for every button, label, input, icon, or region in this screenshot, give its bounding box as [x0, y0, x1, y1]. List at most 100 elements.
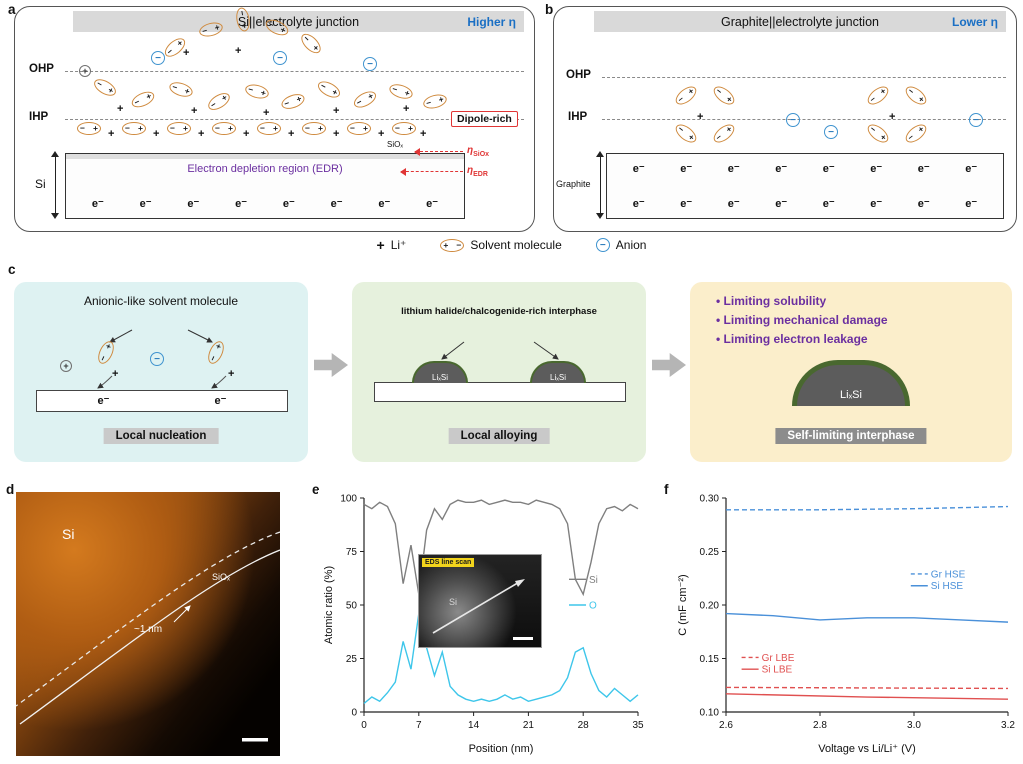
step1-title: Anionic-like solvent molecule	[83, 294, 239, 308]
ohp-label: OHP	[29, 63, 54, 75]
ihp-label: IHP	[29, 111, 49, 123]
anion-icon: −	[824, 125, 838, 139]
svg-text:14: 14	[468, 720, 480, 731]
li-ion-icon: +	[333, 128, 340, 140]
solvent-dipole-icon: −+	[205, 338, 227, 367]
solvent-dipole-icon: −+	[122, 122, 146, 135]
step1-caption: Local nucleation	[103, 428, 219, 444]
electron-symbol: e⁻	[632, 198, 645, 210]
solvent-dipole-icon: −+	[387, 81, 415, 102]
li-ion-icon: +	[697, 111, 704, 123]
svg-text:0.30: 0.30	[700, 494, 720, 505]
eds-inset-image: EDS line scan Si	[418, 554, 542, 648]
svg-text:28: 28	[578, 720, 590, 731]
electron-symbol: e⁻	[822, 198, 835, 210]
bullet-item: Limiting solubility	[716, 292, 888, 311]
svg-text:21: 21	[523, 720, 535, 731]
process-arrow-icon	[314, 353, 348, 377]
solvent-dipole-icon: −+	[212, 122, 236, 135]
electron-symbol: e⁻	[727, 163, 740, 175]
panel-b-overpotential: Lower η	[951, 14, 998, 29]
electron-symbol: e⁻	[775, 198, 788, 210]
legend-anion: − Anion	[595, 238, 646, 252]
eta-siox-label: ηSiOx	[467, 145, 489, 158]
anion-icon: −	[786, 113, 800, 127]
step-local-alloying: lithium halide/chalcogenide-rich interph…	[352, 282, 646, 462]
svg-text:Gr HSE: Gr HSE	[931, 569, 966, 580]
electron-symbol: e⁻	[680, 198, 693, 210]
si-region-label: Si	[62, 526, 75, 542]
solvent-dipole-icon: −+	[672, 82, 700, 109]
solvent-dipole-icon: −+	[167, 79, 195, 100]
minus-sign: −	[456, 239, 462, 250]
inset-title: EDS line scan	[422, 558, 475, 567]
ohp-line	[65, 71, 524, 72]
panel-a: Si||electrolyte junction Higher η OHP IH…	[14, 6, 535, 232]
svg-text:Position (nm): Position (nm)	[469, 743, 534, 755]
legend-label: Solvent molecule	[470, 238, 562, 252]
bullet-item: Limiting electron leakage	[716, 330, 888, 349]
si-thickness-arrow	[51, 151, 60, 219]
svg-text:0: 0	[351, 708, 357, 719]
svg-text:Voltage vs Li/Li⁺ (V): Voltage vs Li/Li⁺ (V)	[818, 743, 916, 755]
electron-symbol: e⁻	[187, 198, 200, 210]
lixsi-label: LiₓSi	[840, 389, 862, 401]
graphite-substrate: e⁻e⁻e⁻e⁻e⁻e⁻e⁻e⁻ e⁻e⁻e⁻e⁻e⁻e⁻e⁻e⁻	[606, 153, 1004, 219]
li-ion-icon: +	[108, 128, 115, 140]
graphite-thickness-arrow	[596, 151, 605, 219]
ohp-label: OHP	[566, 69, 591, 81]
eta-siox-arrow	[414, 147, 463, 156]
svg-text:Gr LBE: Gr LBE	[762, 653, 795, 664]
si-substrate: Electron depletion region (EDR) e⁻e⁻e⁻e⁻…	[65, 153, 465, 219]
electron-symbol: e⁻	[282, 198, 295, 210]
solvent-dipole-icon: −+	[297, 30, 325, 57]
li-ion-icon: +	[243, 128, 250, 140]
panel-e-letter: e	[312, 482, 320, 497]
svg-text:Si LBE: Si LBE	[762, 665, 793, 676]
legend-li-ion: + Li⁺	[377, 237, 407, 253]
process-arrow-icon	[652, 353, 686, 377]
ihp-label: IHP	[568, 111, 588, 123]
step1-arrow-graphics	[97, 329, 227, 389]
svg-text:2.8: 2.8	[813, 720, 827, 731]
eta-subscript: EDR	[473, 171, 488, 178]
svg-text:100: 100	[340, 494, 357, 505]
eta-symbol: η	[467, 165, 474, 176]
solvent-dipole-icon: −+	[672, 120, 700, 147]
electrolyte-molecules: −+−+−+−++−+−+−+−++−−−	[554, 7, 1016, 231]
step-self-limiting: Limiting solubilityLimiting mechanical d…	[690, 282, 1012, 462]
step-local-nucleation: Anionic-like solvent molecule −+−++++− e…	[14, 282, 308, 462]
electron-symbol: e⁻	[727, 198, 740, 210]
li-ion-icon: +	[153, 128, 160, 140]
panel-a-titlebar: Si||electrolyte junction Higher η	[73, 11, 524, 32]
legend-label: Li⁺	[390, 238, 407, 252]
oxide-boundary-graphics	[16, 531, 280, 742]
panel-a-overpotential: Higher η	[467, 14, 516, 29]
eta-subscript: SiOx	[473, 151, 490, 158]
solvent-dipole-icon: −+	[263, 16, 291, 39]
solvent-dipole-icon: +−	[440, 238, 465, 252]
legend-solvent: +− Solvent molecule	[440, 238, 562, 252]
ohp-line	[602, 77, 1006, 78]
solvent-dipole-icon: −+	[902, 82, 930, 109]
oxide-thickness-label: ~1 nm	[134, 624, 163, 635]
inset-linescan-graphics	[432, 579, 533, 640]
svg-text:75: 75	[346, 547, 358, 558]
panel-b-titlebar: Graphite||electrolyte junction Lower η	[594, 11, 1006, 32]
electron-symbol: e⁻	[680, 163, 693, 175]
series-Si HSE	[725, 612, 1009, 623]
svg-text:7: 7	[416, 720, 422, 731]
svg-text:0.10: 0.10	[700, 708, 720, 719]
electron-symbol: e⁻	[870, 163, 883, 175]
edr-label: Electron depletion region (EDR)	[187, 163, 343, 175]
panel-d-letter: d	[6, 482, 15, 497]
inset-si-label: Si	[449, 597, 458, 607]
li-ion-icon: +	[263, 107, 270, 119]
li-ion-icon: +	[288, 128, 295, 140]
svg-text:3.2: 3.2	[1001, 720, 1015, 731]
graphite-substrate-label: Graphite	[556, 179, 591, 189]
anion-icon: −	[595, 238, 610, 252]
molecule-legend: + Li⁺ +− Solvent molecule − Anion	[0, 237, 1023, 253]
